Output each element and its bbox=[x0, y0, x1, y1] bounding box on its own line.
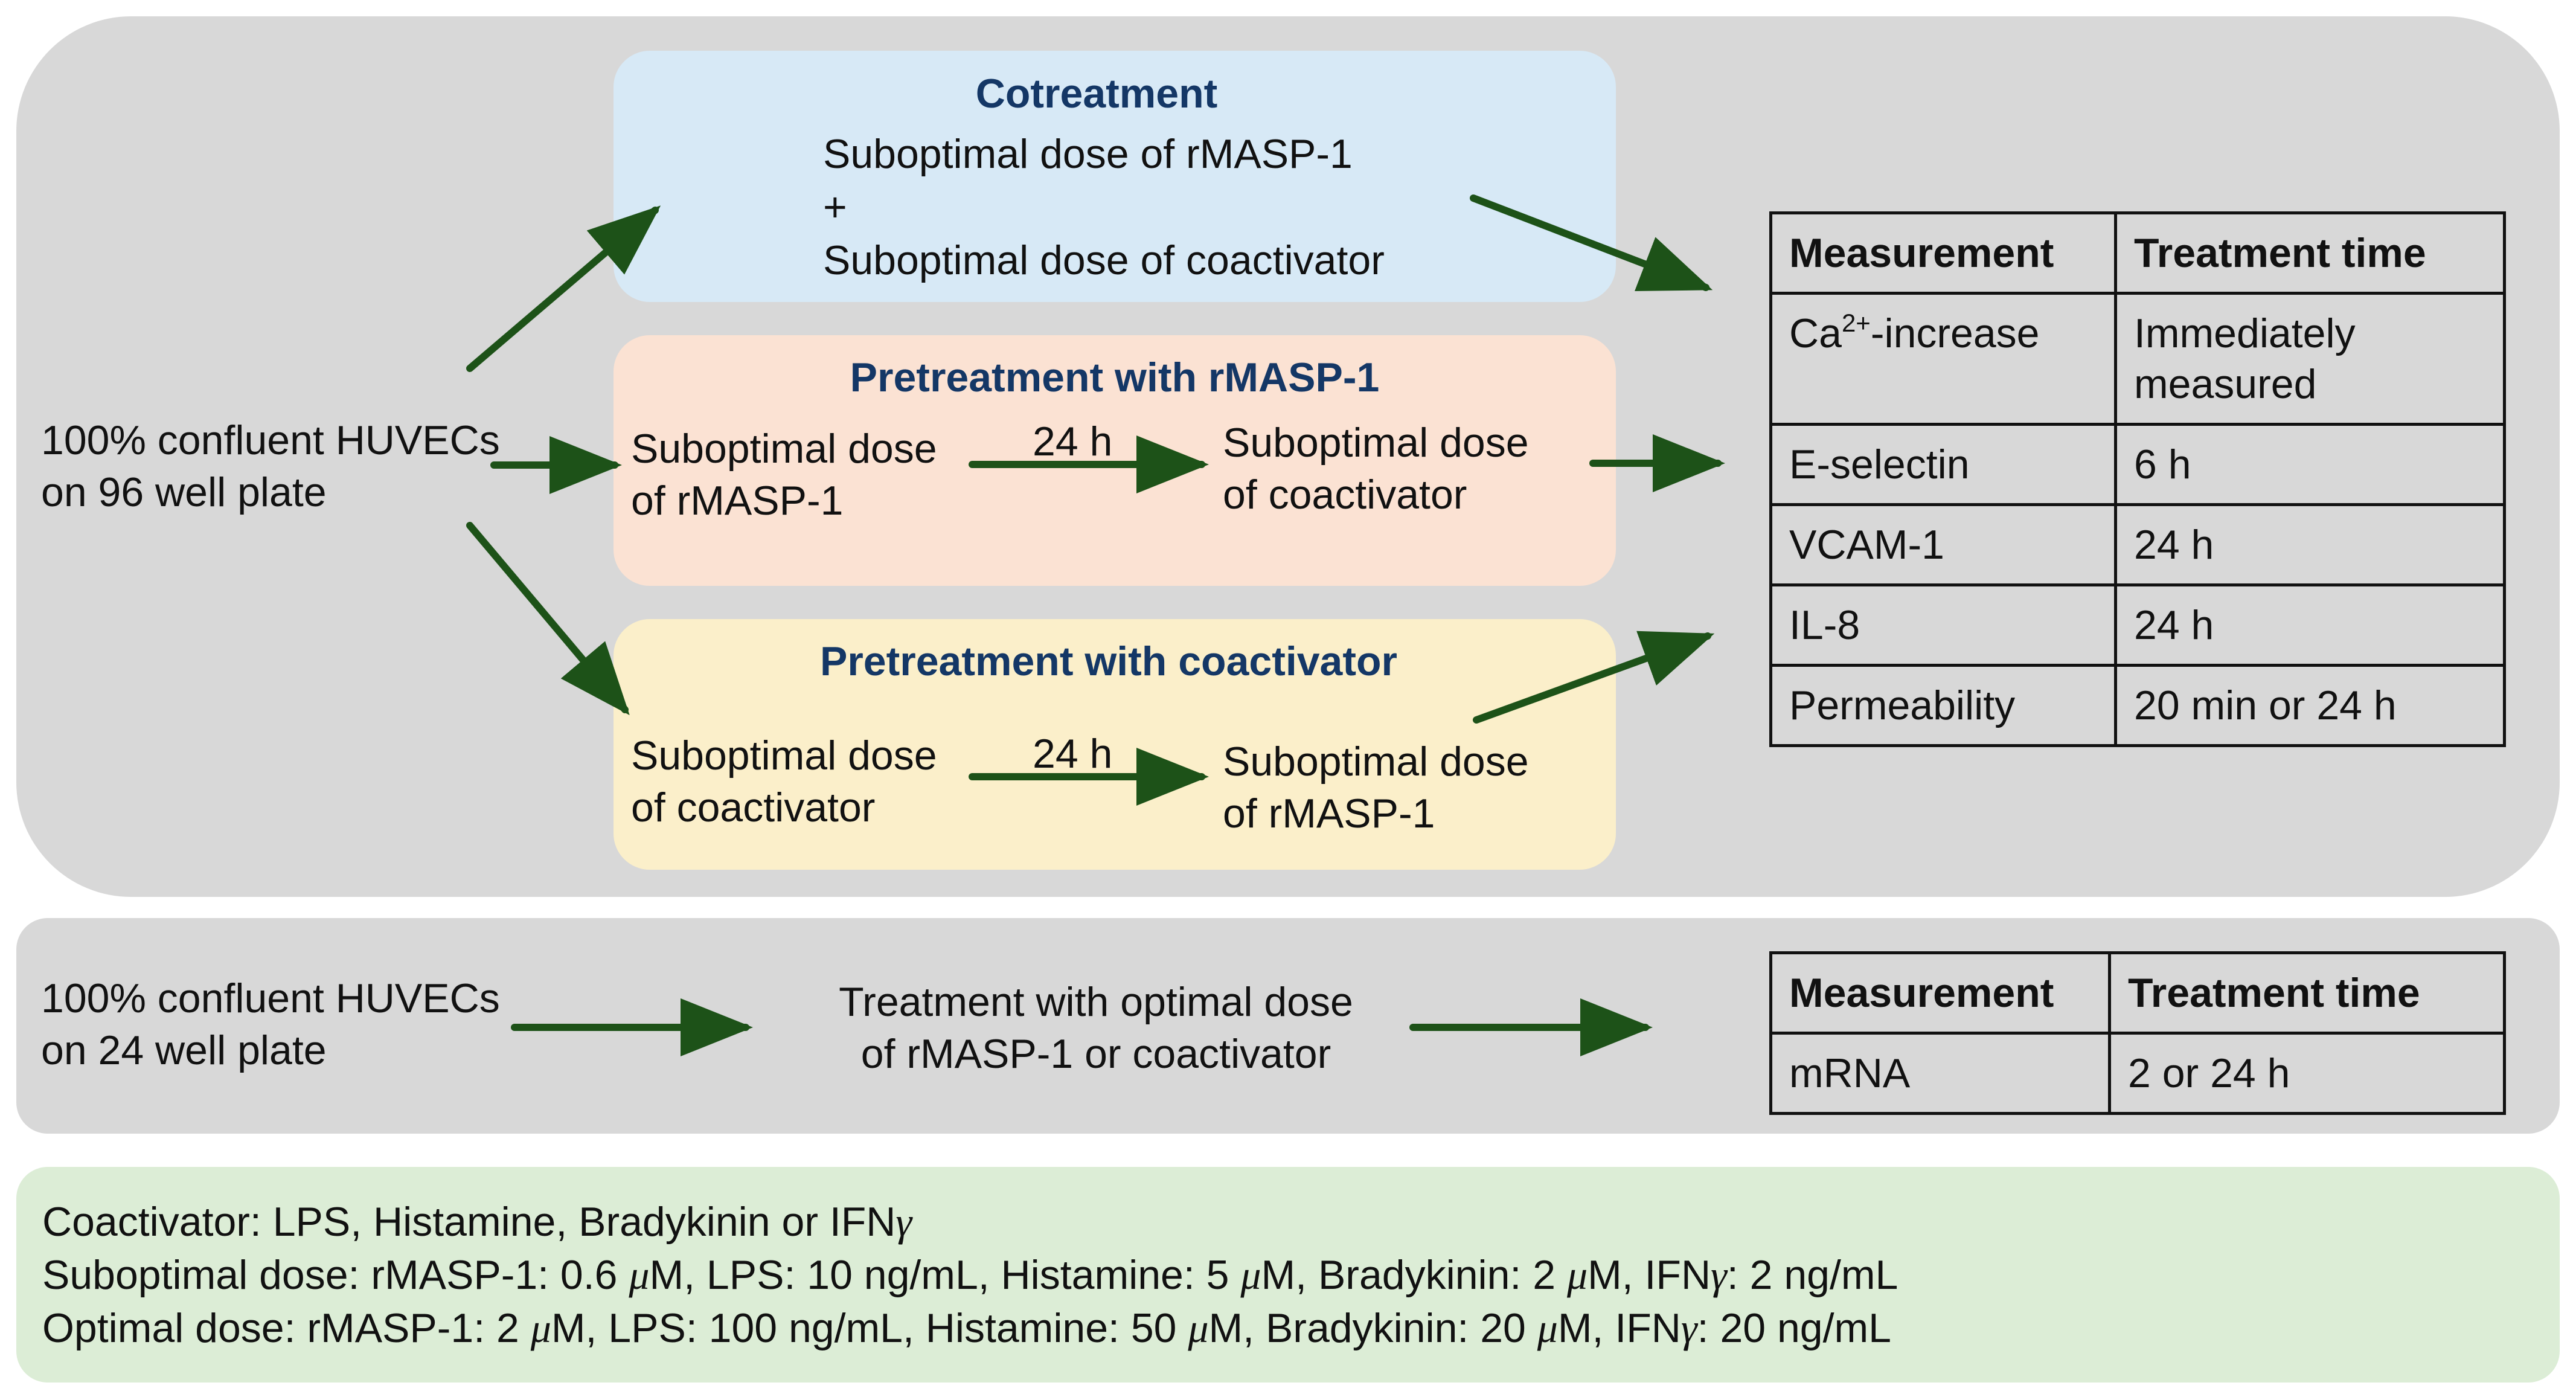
note-suboptimal-d: M, IFN bbox=[1588, 1252, 1711, 1298]
optimal-treatment-line2: of rMASP-1 or coactivator bbox=[860, 1031, 1331, 1077]
pretreatment-coactivator-box bbox=[614, 619, 1616, 870]
note-suboptimal-e: : 2 ng/mL bbox=[1726, 1252, 1898, 1298]
mu-symbol: μ bbox=[1537, 1305, 1558, 1351]
pretreatment-rmasp-first: Suboptimal dose of rMASP-1 bbox=[631, 423, 937, 527]
pretreatment-rmasp-first-line2: of rMASP-1 bbox=[631, 478, 844, 524]
note-optimal-e: : 20 ng/mL bbox=[1697, 1305, 1891, 1351]
arrow-pretreatment-coactivator-to-table bbox=[1473, 631, 1715, 724]
table-row: E-selectin 6 h bbox=[1769, 423, 2506, 506]
cell-measurement: Ca2+-increase bbox=[1769, 292, 2117, 426]
pretreatment-coactivator-first-line2: of coactivator bbox=[631, 785, 876, 830]
gamma-symbol: γ bbox=[1680, 1305, 1697, 1351]
note-suboptimal-c: M, Bradykinin: 2 bbox=[1261, 1252, 1567, 1298]
cotreatment-plus: + bbox=[823, 184, 847, 230]
pretreatment-coactivator-second-line2: of rMASP-1 bbox=[1223, 791, 1435, 837]
huvecs-24-label: 100% confluent HUVECs on 24 well plate bbox=[41, 972, 500, 1076]
time-line2: measured bbox=[2134, 361, 2317, 407]
arrow-cotreatment-to-table bbox=[1470, 194, 1713, 292]
pretreatment-rmasp-second: Suboptimal dose of coactivator bbox=[1223, 417, 1529, 521]
table-row: Ca2+-increase Immediately measured bbox=[1769, 292, 2506, 426]
table-row: IL-8 24 h bbox=[1769, 583, 2506, 667]
pretreatment-coactivator-first-line1: Suboptimal dose bbox=[631, 733, 937, 779]
table-row: mRNA 2 or 24 h bbox=[1769, 1032, 2506, 1115]
gamma-symbol: γ bbox=[1711, 1252, 1727, 1298]
cotreatment-box bbox=[614, 51, 1616, 302]
dose-notes-panel bbox=[16, 1167, 2560, 1383]
header-treatment-time: Treatment time bbox=[2114, 211, 2506, 295]
cell-treatment-time: Immediately measured bbox=[2114, 292, 2506, 426]
cell-treatment-time: 24 h bbox=[2114, 503, 2506, 586]
cell-measurement: VCAM-1 bbox=[1769, 503, 2117, 586]
gamma-symbol: γ bbox=[896, 1199, 912, 1245]
cell-treatment-time: 24 h bbox=[2114, 583, 2506, 667]
cell-measurement: E-selectin bbox=[1769, 423, 2117, 506]
table-header-row: Measurement Treatment time bbox=[1769, 951, 2506, 1035]
cell-treatment-time: 20 min or 24 h bbox=[2114, 664, 2506, 747]
cell-measurement: IL-8 bbox=[1769, 583, 2117, 667]
arrow-to-pretreatment-coactivator bbox=[466, 522, 630, 716]
table-row: VCAM-1 24 h bbox=[1769, 503, 2506, 586]
table-header-row: Measurement Treatment time bbox=[1769, 211, 2506, 295]
mu-symbol: μ bbox=[1240, 1252, 1261, 1298]
pretreatment-coactivator-first: Suboptimal dose of coactivator bbox=[631, 730, 937, 833]
pretreatment-rmasp-interval: 24 h bbox=[1033, 419, 1113, 464]
huvecs-96-line1: 100% confluent HUVECs bbox=[41, 417, 500, 463]
note-coactivator-text: Coactivator: LPS, Histamine, Bradykinin … bbox=[42, 1199, 896, 1245]
pretreatment-rmasp-second-line1: Suboptimal dose bbox=[1223, 420, 1529, 466]
cotreatment-line2: Suboptimal dose of coactivator bbox=[823, 237, 1385, 283]
pretreatment-coactivator-interval: 24 h bbox=[1033, 731, 1113, 777]
header-treatment-time: Treatment time bbox=[2108, 951, 2506, 1035]
measurement-table-24: Measurement Treatment time mRNA 2 or 24 … bbox=[1769, 951, 2506, 1115]
cell-measurement: Permeability bbox=[1769, 664, 2117, 747]
time-line1: Immediately bbox=[2134, 310, 2356, 356]
arrow-to-cotreatment bbox=[466, 205, 661, 372]
huvecs-24-line1: 100% confluent HUVECs bbox=[41, 975, 500, 1021]
huvecs-24-line2: on 24 well plate bbox=[41, 1027, 327, 1073]
header-measurement: Measurement bbox=[1769, 951, 2111, 1035]
mu-symbol: μ bbox=[629, 1252, 650, 1298]
mu-symbol: μ bbox=[1188, 1305, 1209, 1351]
ca-text: Ca bbox=[1789, 310, 1842, 356]
optimal-treatment-line1: Treatment with optimal dose bbox=[839, 979, 1353, 1025]
pretreatment-rmasp-second-line2: of coactivator bbox=[1223, 472, 1467, 518]
note-optimal-b: M, LPS: 100 ng/mL, Histamine: 50 bbox=[551, 1305, 1188, 1351]
note-suboptimal-a: Suboptimal dose: rMASP-1: 0.6 bbox=[42, 1252, 629, 1298]
cell-treatment-time: 6 h bbox=[2114, 423, 2506, 506]
note-optimal-a: Optimal dose: rMASP-1: 2 bbox=[42, 1305, 531, 1351]
header-measurement: Measurement bbox=[1769, 211, 2117, 295]
cell-treatment-time: 2 or 24 h bbox=[2108, 1032, 2506, 1115]
huvecs-96-label: 100% confluent HUVECs on 96 well plate bbox=[41, 414, 500, 518]
huvecs-96-line2: on 96 well plate bbox=[41, 469, 327, 515]
table-row: Permeability 20 min or 24 h bbox=[1769, 664, 2506, 747]
pretreatment-rmasp-title: Pretreatment with rMASP-1 bbox=[850, 355, 1380, 400]
cell-measurement: mRNA bbox=[1769, 1032, 2111, 1115]
cotreatment-line1: Suboptimal dose of rMASP-1 bbox=[823, 131, 1353, 177]
note-optimal-d: M, IFN bbox=[1557, 1305, 1681, 1351]
pretreatment-coactivator-title: Pretreatment with coactivator bbox=[819, 638, 1398, 684]
pretreatment-coactivator-second-line1: Suboptimal dose bbox=[1223, 739, 1529, 785]
measurement-table-96: Measurement Treatment time Ca2+-increase… bbox=[1769, 211, 2506, 747]
note-coactivator: Coactivator: LPS, Histamine, Bradykinin … bbox=[42, 1196, 912, 1248]
ca-charge: 2+ bbox=[1841, 309, 1871, 337]
cotreatment-title: Cotreatment bbox=[975, 71, 1218, 117]
mu-symbol: μ bbox=[530, 1305, 551, 1351]
note-optimal-c: M, Bradykinin: 20 bbox=[1208, 1305, 1537, 1351]
increase-text: -increase bbox=[1870, 310, 2040, 356]
pretreatment-coactivator-second: Suboptimal dose of rMASP-1 bbox=[1223, 736, 1529, 840]
note-suboptimal-b: M, LPS: 10 ng/mL, Histamine: 5 bbox=[649, 1252, 1241, 1298]
note-suboptimal: Suboptimal dose: rMASP-1: 0.6 μM, LPS: 1… bbox=[42, 1249, 1898, 1301]
note-optimal: Optimal dose: rMASP-1: 2 μM, LPS: 100 ng… bbox=[42, 1302, 1891, 1354]
optimal-treatment-label: Treatment with optimal dose of rMASP-1 o… bbox=[779, 976, 1413, 1080]
pretreatment-rmasp-box bbox=[614, 335, 1616, 586]
mu-symbol: μ bbox=[1566, 1252, 1588, 1298]
pretreatment-rmasp-first-line1: Suboptimal dose bbox=[631, 426, 937, 472]
